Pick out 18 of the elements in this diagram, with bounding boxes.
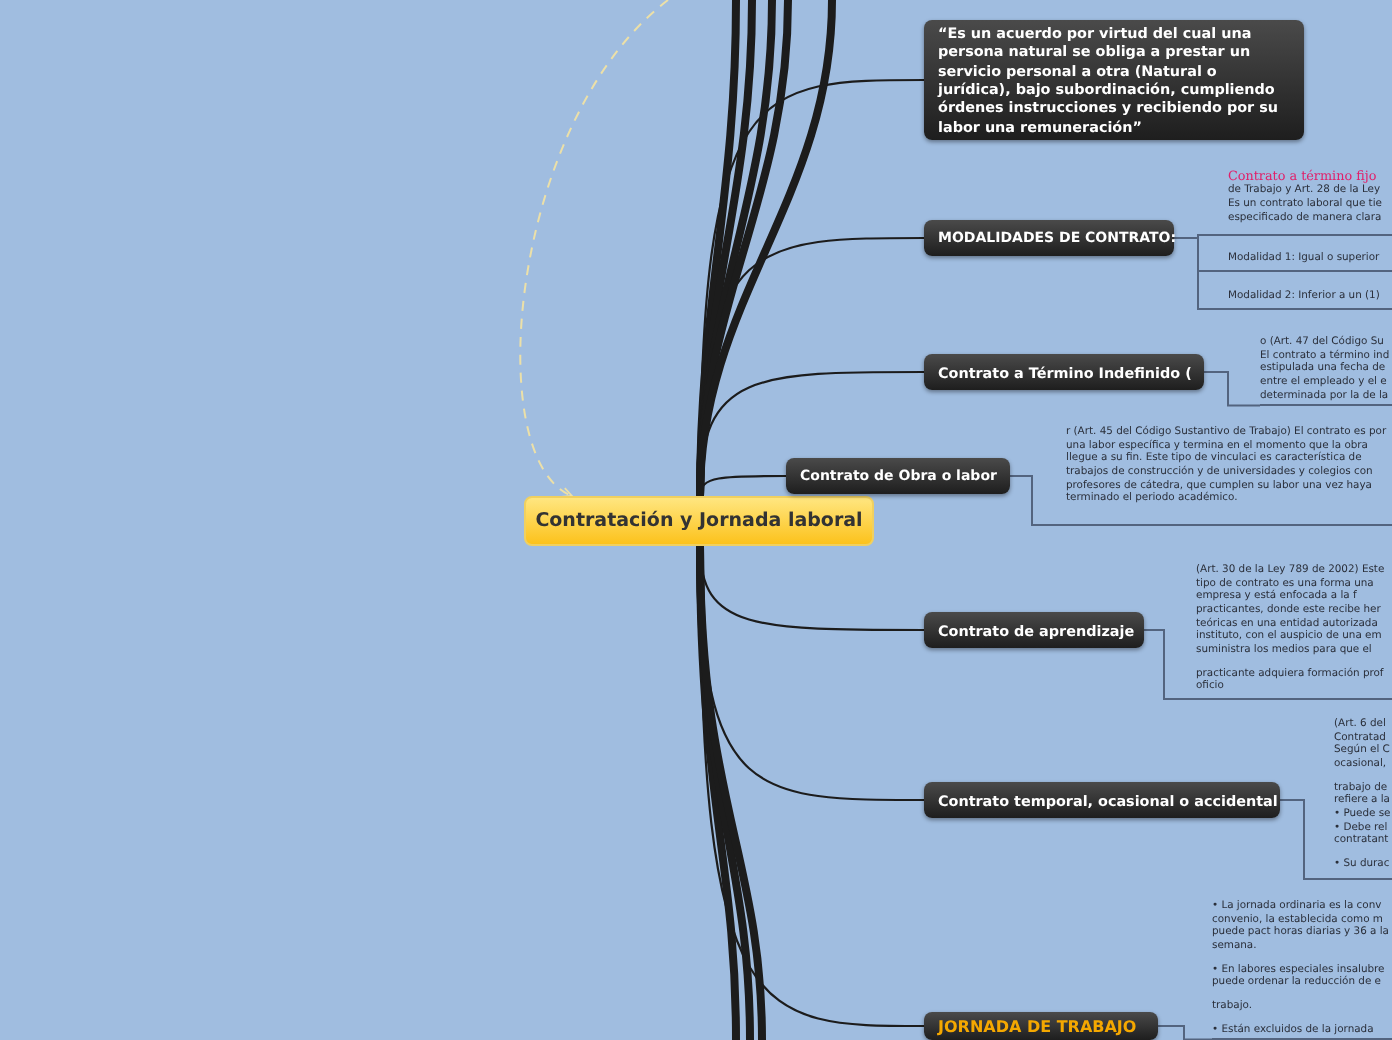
connector <box>1203 371 1261 407</box>
note-block <box>1334 718 1392 880</box>
note-block <box>1196 564 1392 700</box>
note-block <box>1228 252 1392 272</box>
central-topic: Contratación y Jornada laboral <box>524 496 874 546</box>
note-block <box>1066 426 1392 526</box>
note-block <box>1228 168 1392 236</box>
connector <box>1143 629 1197 700</box>
connector <box>696 0 836 497</box>
dashed-connector <box>519 0 669 497</box>
connector <box>1279 799 1335 880</box>
note-block <box>1212 900 1392 1040</box>
connector <box>1157 1025 1213 1040</box>
connector <box>1173 237 1229 310</box>
connector <box>1009 475 1067 526</box>
connector <box>696 545 766 1040</box>
note-block <box>1228 290 1392 310</box>
topic-box: JORNADA DE TRABAJO <box>924 1012 1158 1040</box>
